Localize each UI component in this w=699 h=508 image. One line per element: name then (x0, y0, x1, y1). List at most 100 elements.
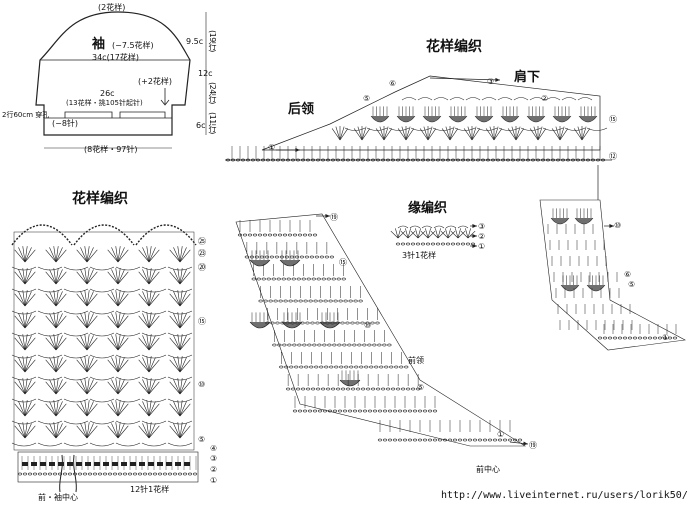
top-fan (405, 128, 415, 141)
left-fan (86, 400, 90, 417)
top-fan (449, 126, 455, 141)
left-band-chain (187, 472, 193, 476)
front-chain (362, 409, 368, 413)
top-arc (432, 127, 454, 131)
front-chain (281, 277, 286, 281)
left-fan (24, 423, 32, 439)
front-chain (291, 387, 296, 391)
left-fan (107, 293, 119, 307)
left-fan (86, 356, 90, 373)
left-band-chain (142, 472, 148, 476)
front-neck-outline (235, 213, 527, 447)
left-fan (148, 313, 156, 329)
front-chain (387, 409, 393, 413)
edging-row-label-2: ② (478, 232, 486, 241)
front-chain (312, 343, 317, 347)
left-row-label-23: ㉓ (198, 249, 206, 258)
left-fan (76, 381, 88, 395)
top-pineapple (396, 115, 416, 123)
top-foundation-chain (490, 158, 496, 162)
left-fan (148, 268, 152, 285)
sleeve-cap-outline (35, 11, 191, 136)
right-bottom-chain (617, 336, 623, 340)
front-pineapple (279, 259, 301, 267)
front-chain (350, 321, 355, 325)
left-fan (86, 290, 90, 307)
front-bottom-chain (447, 438, 453, 442)
top-foundation-chain (360, 158, 366, 162)
left-fan (24, 290, 28, 307)
front-chain (341, 277, 346, 281)
left-fan (173, 269, 181, 285)
left-fan (18, 423, 26, 439)
front-chain (259, 255, 264, 259)
top-foundation-chain (505, 158, 511, 162)
front-chain (307, 233, 313, 237)
left-fan (86, 381, 98, 395)
edging-chain (445, 242, 451, 246)
left-arc (63, 266, 89, 271)
right-pineapple (586, 284, 606, 292)
front-chain (417, 409, 423, 413)
right-bottom-chain (622, 336, 628, 340)
left-fan (86, 268, 90, 285)
left-fan (148, 400, 152, 417)
edging-chain (465, 242, 471, 246)
shoulder-arrow-head (495, 77, 500, 82)
front-chain (322, 409, 328, 413)
left-fan (55, 247, 63, 263)
top-foundation-chain (230, 158, 236, 162)
left-arc (141, 310, 167, 315)
right-bottom-chain (607, 336, 613, 340)
front-chain (377, 343, 382, 347)
left-arc (89, 310, 115, 315)
front-chain (331, 277, 336, 281)
left-arc (115, 398, 141, 403)
front-chain (303, 299, 308, 303)
front-chain (311, 277, 316, 281)
left-band-chain (157, 472, 163, 476)
top-foundation-chain (540, 158, 546, 162)
front-bottom-chain (407, 438, 413, 442)
top-arc-upper (577, 97, 593, 101)
front-bottom-chain (482, 438, 488, 442)
front-chain (284, 365, 289, 369)
left-fan (107, 337, 119, 351)
front-chain (292, 233, 298, 237)
front-chain (399, 365, 404, 369)
front-chain (266, 277, 271, 281)
left-fan (169, 359, 181, 373)
top-arc-upper (529, 97, 545, 101)
left-fan (84, 400, 88, 417)
right-pineapple (574, 217, 594, 225)
front-chain (367, 409, 373, 413)
left-band-chain (167, 472, 173, 476)
front-chain (288, 299, 293, 303)
edging-arc (421, 225, 433, 229)
left-fan (173, 379, 181, 395)
front-bottom-chain (427, 438, 433, 442)
top-foundation-chain (460, 158, 466, 162)
left-fan (24, 401, 32, 417)
top-foundation-chain (480, 158, 486, 162)
front-chain (334, 365, 339, 369)
front-chain (247, 233, 253, 237)
left-fan (179, 403, 191, 417)
left-fan (117, 291, 125, 307)
top-foundation-chain (340, 158, 346, 162)
top-fan (361, 128, 371, 141)
left-arc (89, 420, 115, 425)
left-fan (146, 312, 150, 329)
left-fan (179, 356, 183, 373)
left-fan (117, 378, 121, 395)
front-bottom-chain (457, 438, 463, 442)
band-block (130, 462, 136, 466)
left-fan (148, 290, 152, 307)
front-bottom-chain (437, 438, 443, 442)
left-fan (179, 271, 191, 285)
left-fan (55, 423, 63, 439)
sleeve-height-3-rows: (11行) (208, 112, 217, 134)
front-chain (346, 387, 351, 391)
left-fan (24, 312, 28, 329)
left-fan (80, 247, 88, 263)
